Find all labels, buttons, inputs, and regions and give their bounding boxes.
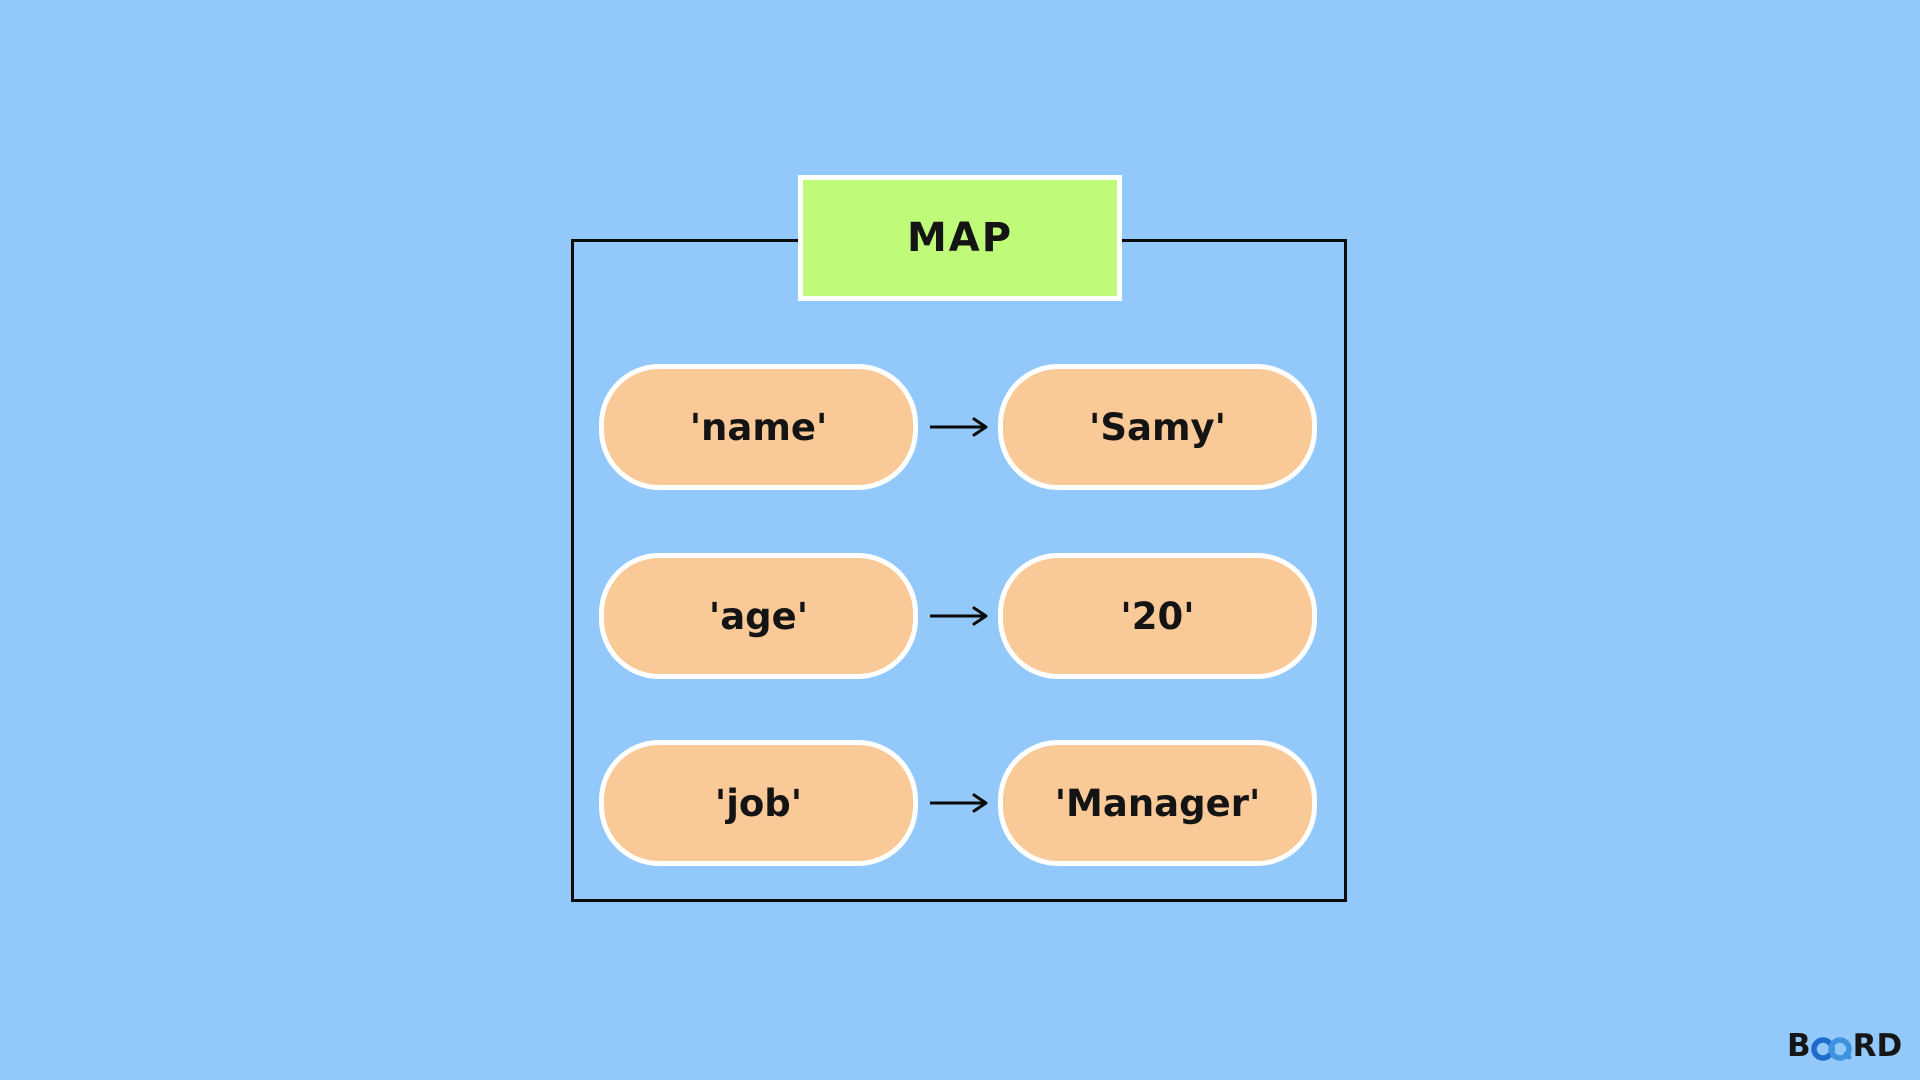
key-label: 'name' — [689, 405, 828, 449]
value-label: 'Samy' — [1089, 405, 1226, 449]
logo-text-prefix: B — [1787, 1028, 1811, 1064]
key-label: 'job' — [714, 781, 803, 825]
value-pill: 'Manager' — [998, 740, 1317, 866]
infinity-icon — [1810, 1037, 1852, 1061]
map-entry-row: 'job' 'Manager' — [599, 740, 1317, 866]
map-title-box: MAP — [798, 175, 1122, 301]
arrow-cell — [918, 364, 998, 490]
map-title: MAP — [906, 215, 1014, 261]
arrow-cell — [918, 740, 998, 866]
arrow-right-icon — [930, 793, 988, 813]
key-label: 'age' — [708, 594, 809, 638]
key-pill: 'job' — [599, 740, 918, 866]
board-logo: B RD — [1787, 1029, 1902, 1063]
key-pill: 'name' — [599, 364, 918, 490]
map-entry-row: 'name' 'Samy' — [599, 364, 1317, 490]
value-pill: 'Samy' — [998, 364, 1317, 490]
arrow-right-icon — [930, 606, 988, 626]
arrow-right-icon — [930, 417, 988, 437]
value-pill: '20' — [998, 553, 1317, 679]
value-label: '20' — [1120, 594, 1195, 638]
arrow-cell — [918, 553, 998, 679]
key-pill: 'age' — [599, 553, 918, 679]
value-label: 'Manager' — [1054, 781, 1261, 825]
map-entry-row: 'age' '20' — [599, 553, 1317, 679]
logo-text-suffix: RD — [1852, 1028, 1903, 1064]
